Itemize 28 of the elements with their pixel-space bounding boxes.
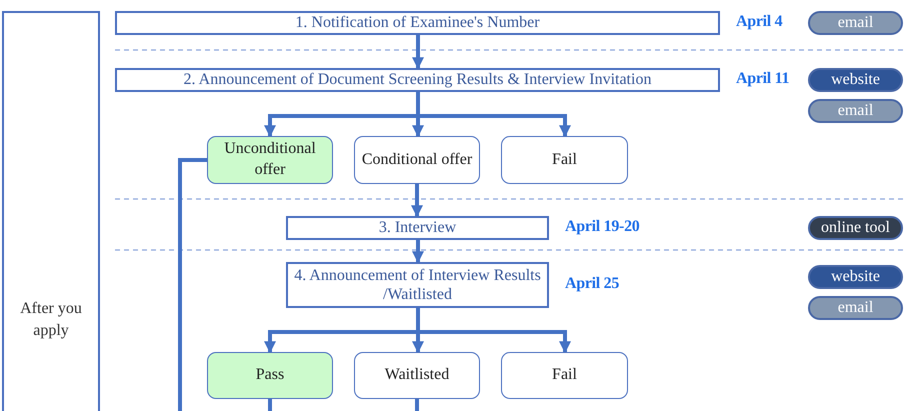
arrow: [412, 35, 424, 70]
outcome-box: Unconditional offer: [207, 136, 333, 184]
channel-tag: website: [808, 68, 903, 92]
channel-tag: email: [808, 296, 903, 320]
channel-tag: email: [808, 99, 903, 123]
outcome-box: Pass: [207, 352, 333, 399]
step-box: 3. Interview: [286, 216, 549, 240]
step-box: 2. Announcement of Document Screening Results & Interview Invitation: [115, 68, 720, 92]
arrow: [412, 240, 424, 264]
connector-line: [178, 158, 207, 411]
arrow: [411, 184, 423, 218]
date-label: April 4: [736, 13, 782, 31]
step-box: 1. Notification of Examinee's Number: [115, 11, 720, 35]
date-label: April 25: [565, 275, 620, 293]
channel-tag: website: [808, 265, 903, 289]
outcome-box: Conditional offer: [354, 136, 480, 184]
phase-panel: [2, 11, 100, 411]
outcome-box: Fail: [501, 352, 628, 399]
outcome-box: Fail: [501, 136, 628, 184]
phase-label: After you apply: [19, 299, 83, 341]
step-box: 4. Announcement of Interview Results /Waitlisted: [286, 262, 549, 308]
connector-line: [268, 399, 272, 411]
date-label: April 11: [736, 70, 790, 88]
outcome-box: Waitlisted: [354, 352, 480, 399]
channel-tag: online tool: [808, 216, 903, 240]
channel-tag: email: [808, 11, 903, 35]
date-label: April 19-20: [565, 218, 640, 236]
connector-line: [415, 399, 419, 411]
